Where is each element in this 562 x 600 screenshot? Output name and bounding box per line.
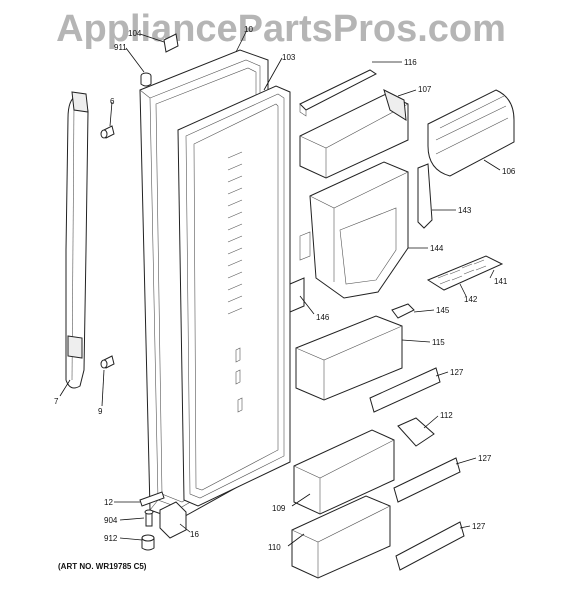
label-911: 911: [114, 43, 127, 52]
label-107: 107: [418, 85, 432, 94]
upper-bin: [299, 89, 409, 179]
hinge-cap: [163, 33, 179, 53]
label-146: 146: [316, 313, 330, 322]
bin-rail: [299, 69, 377, 111]
label-912: 912: [104, 534, 118, 543]
handle-screw-top: [100, 125, 115, 139]
label-143: 143: [458, 206, 472, 215]
door-handle: [65, 91, 89, 389]
bin-clip: [397, 417, 435, 447]
door-bin-bottom: [291, 495, 391, 579]
label-16: 16: [190, 530, 199, 539]
bushing-top-body: [140, 76, 152, 87]
label-112: 112: [440, 411, 453, 420]
label-127-a: 127: [450, 368, 464, 377]
label-116: 116: [404, 58, 417, 67]
label-106: 106: [502, 167, 516, 176]
door-bin-lower: [293, 429, 395, 515]
bin-front-3: [395, 521, 465, 571]
label-7: 7: [54, 397, 59, 406]
label-115: 115: [432, 338, 445, 347]
label-10: 10: [244, 25, 253, 34]
hinge-bracket: [139, 491, 165, 507]
label-904: 904: [104, 516, 118, 525]
label-6: 6: [110, 97, 115, 106]
dispenser-housing: [299, 161, 409, 299]
hinge-bushing: [141, 534, 155, 551]
label-103: 103: [282, 53, 296, 62]
label-12: 12: [104, 498, 113, 507]
art-number: (ART NO. WR19785 C5): [58, 562, 147, 571]
label-127-c: 127: [472, 522, 486, 531]
label-109: 109: [272, 504, 286, 513]
callout-labels: 104 911 10 103 6 7 9 12 904 912 16 116 1…: [54, 25, 516, 552]
label-141: 141: [494, 277, 508, 286]
handle-screw-bottom: [100, 355, 115, 369]
leader-lines: [59, 31, 501, 547]
label-9: 9: [98, 407, 103, 416]
label-127-b: 127: [478, 454, 492, 463]
door-gasket: [177, 85, 291, 507]
label-104: 104: [128, 29, 142, 38]
label-144: 144: [430, 244, 444, 253]
bin-front-2: [393, 457, 461, 503]
dispenser-lever: [391, 303, 415, 319]
ice-tray: [426, 255, 504, 291]
label-110: 110: [268, 543, 281, 552]
door-stop: [159, 501, 187, 539]
bin-front-1: [369, 367, 441, 413]
dispenser-cap: [417, 163, 433, 229]
bin-cover: [427, 89, 515, 177]
watermark: AppliancePartsPros.com: [56, 8, 506, 50]
hinge-screw: [144, 509, 154, 527]
label-142: 142: [464, 295, 478, 304]
door-bin-middle: [295, 315, 403, 401]
housing-clip: [289, 277, 305, 313]
label-145: 145: [436, 306, 450, 315]
